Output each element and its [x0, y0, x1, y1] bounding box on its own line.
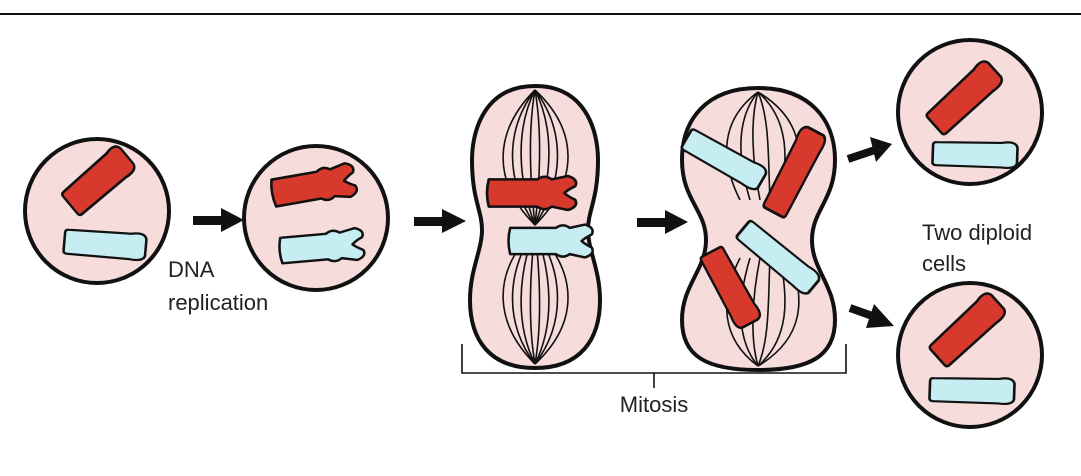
arrow-upper-daughter [848, 137, 892, 162]
cell-2 [244, 146, 388, 290]
arrow-3 [637, 210, 688, 234]
arrow-2 [414, 209, 466, 233]
arrow-lower-daughter [850, 304, 894, 328]
daughter-cell-bottom [898, 283, 1042, 427]
cell-1 [25, 139, 169, 283]
dna-replication-label-line1: DNA [168, 257, 215, 282]
blue-chromosome-metaphase [509, 225, 593, 258]
blue-chromosome-daughter-bottom [929, 376, 1014, 405]
daughter-cell-top [898, 40, 1042, 184]
two-diploid-cells-label-line1: Two diploid [922, 220, 1032, 245]
cell-4-anaphase [681, 88, 835, 370]
two-diploid-cells-label-line2: cells [922, 251, 966, 276]
dna-replication-label-line2: replication [168, 290, 268, 315]
red-chromosome-metaphase [487, 176, 576, 210]
blue-chromosome-daughter-top [932, 140, 1017, 169]
mitosis-label: Mitosis [620, 392, 688, 417]
arrow-1 [193, 208, 244, 232]
cell-3-metaphase [470, 86, 600, 368]
